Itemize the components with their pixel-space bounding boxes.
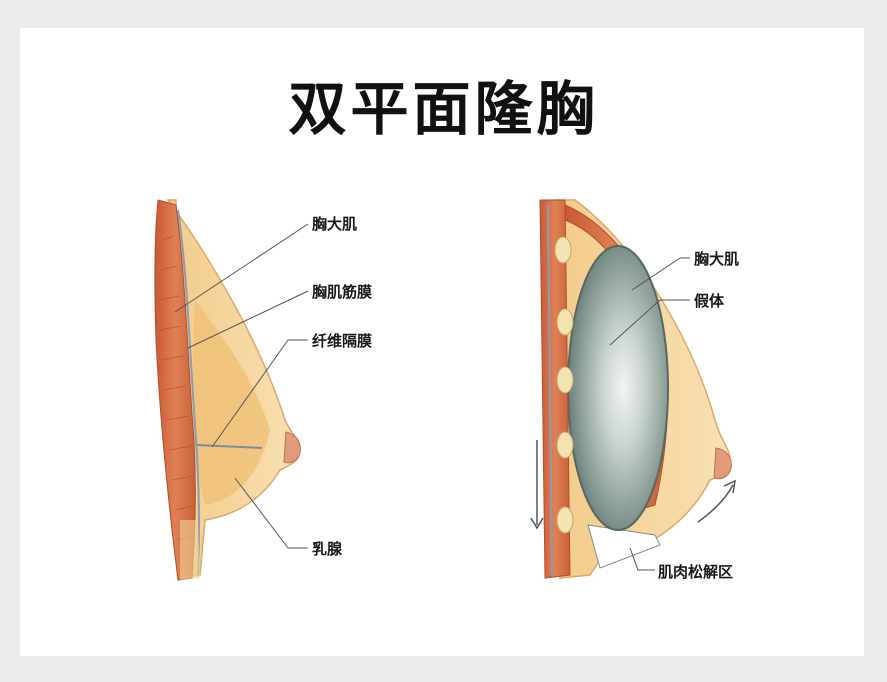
right-direction-arrows (530, 440, 736, 530)
up-arrow-head (723, 479, 736, 494)
left-nipple (283, 431, 301, 464)
right-fascia-line (547, 204, 553, 576)
right-leader-lines (609, 257, 690, 571)
label-left-pectoralis-major: 胸大肌 (312, 215, 358, 233)
label-left-mammary-gland: 乳腺 (312, 540, 343, 558)
label-right-pectoralis-major: 胸大肌 (694, 250, 740, 268)
left-chest-wall (180, 520, 200, 580)
label-left-pectoral-fascia: 胸肌筋膜 (312, 283, 373, 301)
right-breast-diagram (530, 199, 736, 579)
left-mammary-gland (193, 300, 270, 505)
right-muscle-release-zone-shape (587, 524, 661, 569)
left-muscle-striations (159, 235, 195, 541)
right-chest-wall-muscle (539, 199, 571, 579)
label-right-muscle-release-zone: 肌肉松解区 (658, 563, 734, 581)
left-pectoral-fascia-line (177, 209, 201, 576)
right-ribs (554, 236, 574, 534)
left-leader-lines (174, 223, 309, 549)
label-left-fibrous-septum: 纤维隔膜 (312, 332, 373, 350)
page-title: 双平面隆胸 (288, 75, 599, 143)
label-right-implant: 假体 (694, 292, 725, 310)
left-fibrous-septum-line (195, 444, 263, 449)
right-nipple (713, 447, 732, 480)
down-arrow-head (530, 517, 544, 530)
left-breast-diagram (154, 199, 301, 581)
up-arrow-shaft (697, 484, 734, 523)
right-implant (567, 245, 669, 531)
